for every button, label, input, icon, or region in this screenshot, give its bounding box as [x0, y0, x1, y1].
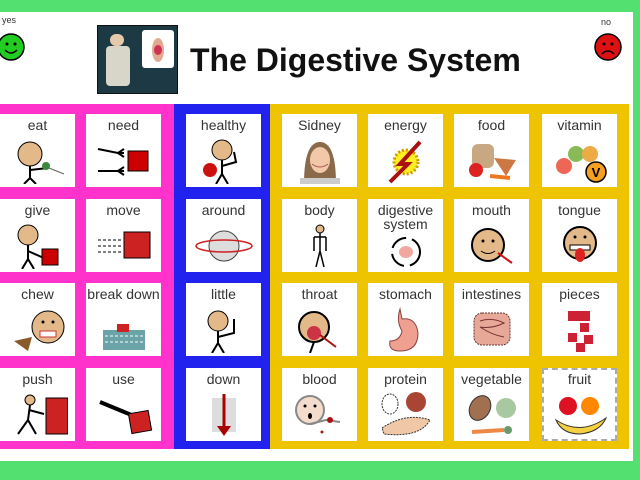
happy-face-icon[interactable] — [0, 32, 26, 62]
no-label: no — [601, 17, 612, 27]
cell-protein[interactable]: protein — [368, 368, 443, 441]
fruit-icon — [542, 391, 617, 439]
cell-need[interactable]: need — [86, 114, 161, 187]
cell-vitamin[interactable]: vitamin V — [542, 114, 617, 187]
stomach-icon — [368, 306, 443, 354]
cell-move[interactable]: move — [86, 199, 161, 272]
orbit-icon — [186, 222, 261, 270]
sad-face-icon[interactable] — [593, 32, 623, 62]
face-chewing-icon — [0, 306, 75, 354]
digestive-system-header-image — [97, 25, 178, 94]
cell-push[interactable]: push — [0, 368, 75, 441]
page-title: The Digestive System — [190, 42, 521, 78]
hands-reaching-icon — [86, 137, 161, 185]
yes-label: yes — [2, 15, 17, 25]
cell-break-down[interactable]: break down — [86, 283, 161, 356]
cell-digestive-system[interactable]: digestive system — [368, 199, 443, 272]
cell-healthy[interactable]: healthy — [186, 114, 261, 187]
cell-body[interactable]: body — [282, 199, 357, 272]
cell-blood[interactable]: blood — [282, 368, 357, 441]
mouth-icon — [454, 222, 529, 270]
cell-around[interactable]: around — [186, 199, 261, 272]
cell-pieces[interactable]: pieces — [542, 283, 617, 356]
pieces-icon — [542, 306, 617, 354]
cell-intestines[interactable]: intestines — [454, 283, 529, 356]
cell-down[interactable]: down — [186, 368, 261, 441]
person-eating-icon — [0, 137, 75, 185]
cell-give[interactable]: give — [0, 199, 75, 272]
cell-tongue[interactable]: tongue — [542, 199, 617, 272]
cell-throat[interactable]: throat — [282, 283, 357, 356]
cell-food[interactable]: food — [454, 114, 529, 187]
cell-sidney[interactable]: Sidney — [282, 114, 357, 187]
person-giving-icon — [0, 222, 75, 270]
cell-vegetable[interactable]: vegetable — [454, 368, 529, 441]
energy-bolt-icon — [368, 137, 443, 185]
intestines-icon — [454, 306, 529, 354]
moving-square-icon — [86, 222, 161, 270]
body-icon — [282, 222, 357, 270]
cell-fruit[interactable]: fruit — [542, 368, 617, 441]
tongue-icon — [542, 222, 617, 270]
person-photo-icon — [282, 137, 357, 185]
cell-chew[interactable]: chew — [0, 283, 75, 356]
cell-energy[interactable]: energy — [368, 114, 443, 187]
healthy-person-icon — [186, 137, 261, 185]
protein-icon — [368, 391, 443, 439]
cell-little[interactable]: little — [186, 283, 261, 356]
vegetable-icon — [454, 391, 529, 439]
person-pushing-icon — [0, 391, 75, 439]
cell-mouth[interactable]: mouth — [454, 199, 529, 272]
hand-tool-icon — [86, 391, 161, 439]
food-icon — [454, 137, 529, 185]
cell-use[interactable]: use — [86, 368, 161, 441]
breaking-down-icon — [86, 318, 161, 354]
throat-icon — [282, 306, 357, 354]
cell-eat[interactable]: eat — [0, 114, 75, 187]
little-gesture-icon — [186, 306, 261, 354]
digestive-cycle-icon — [368, 234, 443, 270]
blood-icon — [282, 391, 357, 439]
svg-text:V: V — [591, 165, 600, 180]
cell-stomach[interactable]: stomach — [368, 283, 443, 356]
vitamin-icon: V — [542, 137, 617, 185]
arrow-down-icon — [186, 391, 261, 439]
